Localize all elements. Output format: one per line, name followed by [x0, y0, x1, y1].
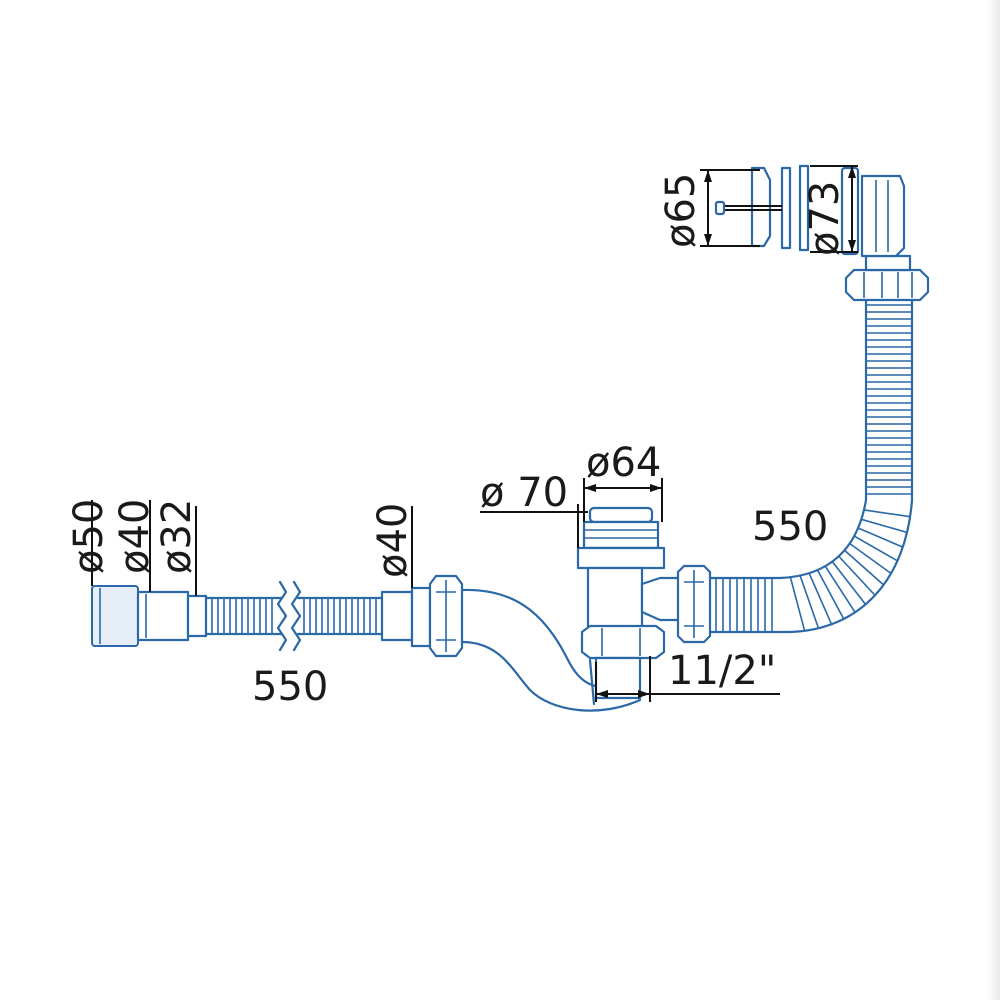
- right-hose-nut: [676, 564, 712, 644]
- hose-rib: [799, 575, 820, 629]
- hose-rib: [816, 569, 845, 620]
- outlet-body: [576, 506, 682, 700]
- label-d50: ø50: [66, 499, 112, 574]
- label-thread: 11/2": [668, 648, 776, 694]
- hose-rib: [808, 572, 833, 625]
- hose-rib: [844, 549, 885, 586]
- label-d64: ø64: [586, 440, 661, 486]
- label-d73: ø73: [802, 181, 848, 256]
- label-d65: ø65: [658, 173, 704, 248]
- label-d40-left: ø40: [112, 499, 158, 574]
- hose-rib: [861, 518, 908, 534]
- hose-rib: [831, 561, 867, 605]
- overflow-nut: [844, 254, 930, 302]
- middle-connector: [380, 574, 464, 658]
- dimension-lines: [91, 165, 858, 702]
- label-length-right: 550: [752, 504, 828, 550]
- label-d32: ø32: [154, 499, 200, 574]
- hose-rib: [824, 565, 856, 613]
- hose-rib: [863, 509, 911, 518]
- hose-rib: [853, 535, 898, 562]
- label-length-left: 550: [252, 664, 328, 710]
- hose-rib: [857, 527, 904, 548]
- page-edge-shadow: [986, 0, 1000, 1000]
- overflow-head: [714, 164, 906, 258]
- left-corrugated-hose: [204, 580, 384, 652]
- left-outlet-pipe: [91, 585, 208, 647]
- hose-rib: [789, 576, 806, 632]
- hose-rib: [838, 555, 876, 596]
- right-corrugated-hose: [708, 296, 914, 634]
- hose-rib: [849, 542, 892, 575]
- label-d40-mid: ø40: [370, 503, 416, 578]
- label-d70: ø 70: [480, 470, 568, 516]
